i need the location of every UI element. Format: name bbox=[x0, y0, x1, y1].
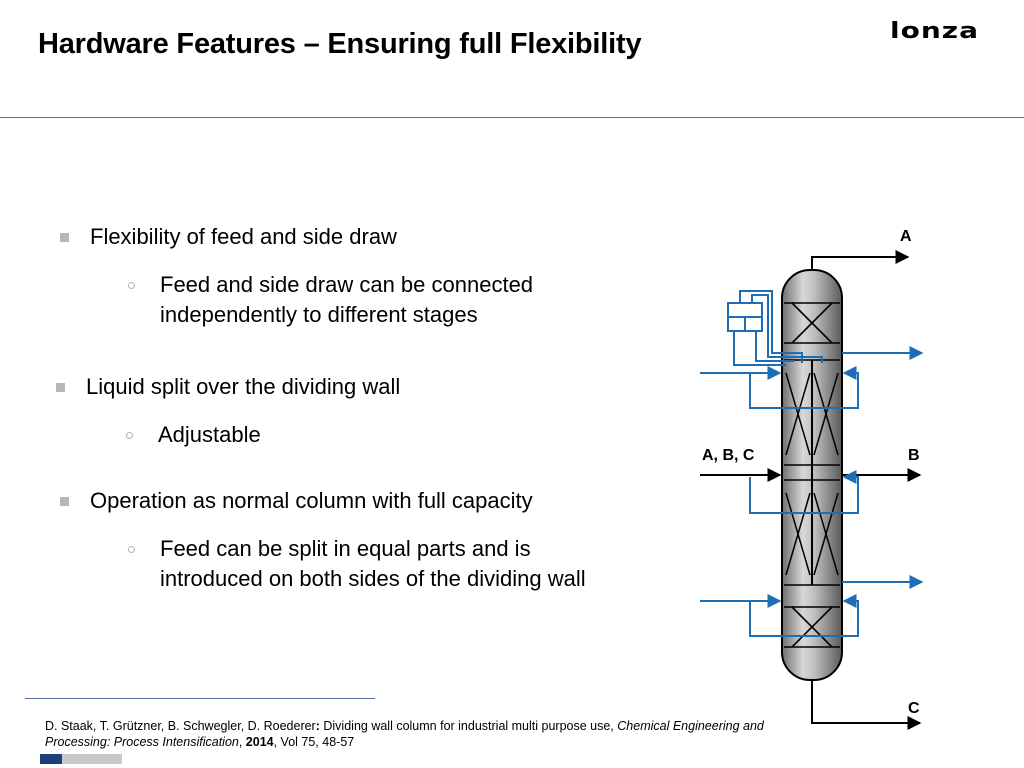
lower-feed-loop bbox=[749, 594, 859, 637]
label-a: A bbox=[900, 228, 912, 245]
square-bullet-icon bbox=[60, 497, 69, 506]
sub-bullet-line: independently to different stages bbox=[160, 302, 478, 327]
middle-lower-packing bbox=[784, 479, 840, 586]
top-packing bbox=[784, 302, 840, 344]
sub-bullet-line: Feed can be split in equal parts and is bbox=[160, 536, 531, 561]
bullet-normal-operation: Operation as normal column with full cap… bbox=[60, 486, 533, 516]
header-divider bbox=[0, 117, 1024, 118]
bullet-text: Liquid split over the dividing wall bbox=[86, 374, 401, 399]
sub-bullet-line: Adjustable bbox=[158, 422, 261, 447]
sub-bullet-adjustable: Adjustable bbox=[126, 420, 261, 450]
liquid-splitter-box bbox=[727, 302, 763, 332]
middle-feed-loop bbox=[749, 470, 859, 514]
reference-comma: , bbox=[238, 735, 246, 749]
reference-colon: : bbox=[315, 719, 320, 733]
bottom-packing bbox=[784, 606, 840, 648]
label-feed-abc: A, B, C bbox=[702, 447, 755, 464]
reference-authors: D. Staak, T. Grützner, B. Schwegler, D. … bbox=[45, 719, 316, 733]
slide-title: Hardware Features – Ensuring full Flexib… bbox=[38, 28, 642, 60]
sub-bullet-line: introduced on both sides of the dividing… bbox=[160, 566, 586, 591]
splitter-lines bbox=[733, 290, 823, 366]
square-bullet-icon bbox=[56, 383, 65, 392]
circle-bullet-icon bbox=[126, 432, 133, 439]
sub-bullet-line: Feed and side draw can be connected bbox=[160, 272, 534, 297]
bullet-text: Flexibility of feed and side draw bbox=[90, 224, 397, 249]
reference-volume: , Vol 75, 48-57 bbox=[273, 735, 355, 749]
bullet-feed-flexibility: Flexibility of feed and side draw bbox=[60, 222, 397, 252]
sub-bullet-feed-side-draw: Feed and side draw can be connected inde… bbox=[128, 270, 534, 330]
footer-bar-dark bbox=[40, 754, 62, 764]
reference-year: 2014 bbox=[245, 735, 274, 749]
bullet-liquid-split: Liquid split over the dividing wall bbox=[56, 372, 401, 402]
sub-bullet-feed-split: Feed can be split in equal parts and is … bbox=[128, 534, 586, 594]
square-bullet-icon bbox=[60, 233, 69, 242]
reference-journal: Chemical Engineering and Processing: Pro… bbox=[45, 719, 764, 749]
reference-divider bbox=[25, 698, 375, 699]
upper-feed-loop bbox=[749, 366, 859, 409]
reference-title: Dividing wall column for industrial mult… bbox=[319, 719, 618, 733]
circle-bullet-icon bbox=[128, 546, 135, 553]
lonza-logo: LONZA bbox=[890, 17, 979, 44]
dividing-wall-column-diagram: A A, B, C B C bbox=[700, 228, 924, 730]
reference-citation: D. Staak, T. Grützner, B. Schwegler, D. … bbox=[45, 718, 775, 750]
footer-bar-light bbox=[62, 754, 122, 764]
circle-bullet-icon bbox=[128, 282, 135, 289]
label-b: B bbox=[908, 447, 920, 464]
bottom-line-c bbox=[811, 665, 922, 730]
bullet-text: Operation as normal column with full cap… bbox=[90, 488, 533, 513]
label-c: C bbox=[908, 700, 920, 717]
